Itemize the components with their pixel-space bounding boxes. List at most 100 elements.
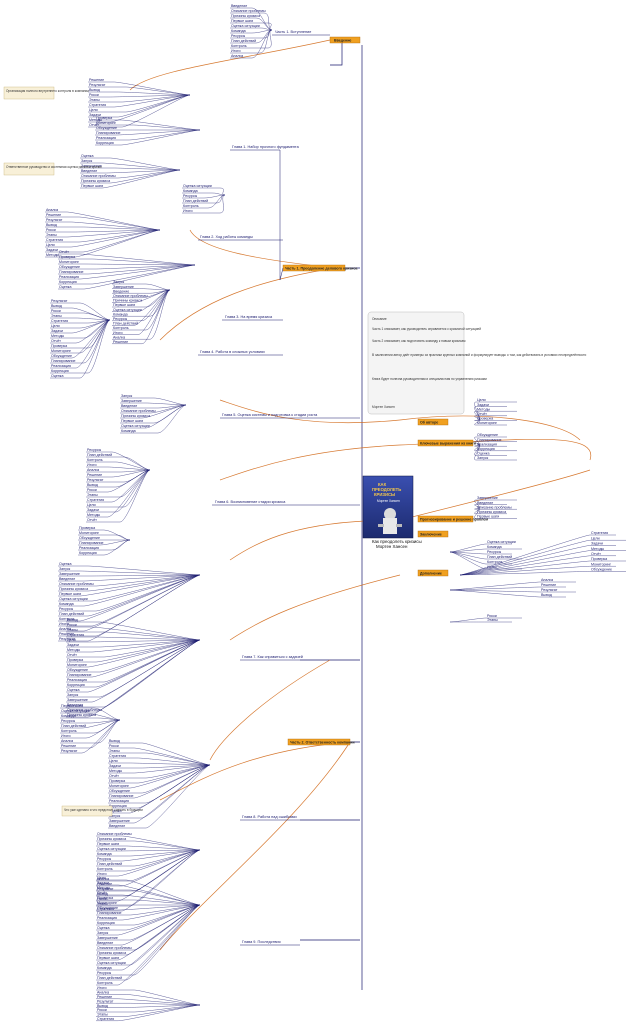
leaf-label: Стратегия <box>97 1017 114 1021</box>
leaf-label: Проверка <box>96 116 112 120</box>
leaf-label: Причины кризиса <box>113 299 142 303</box>
leaf-connector <box>78 539 131 556</box>
leaf-connector <box>449 589 576 593</box>
leaf-label: Цели <box>591 536 600 540</box>
leaf-label: Риски <box>67 623 77 627</box>
leaf-label: Стратегия <box>89 103 106 107</box>
leaf-label: Коррекция <box>97 921 115 925</box>
leaf-label: Стратегия <box>87 498 104 502</box>
leaf-label: Описание проблемы <box>97 832 132 836</box>
leaf-connector <box>78 534 131 541</box>
leaf-label: Описание проблемы <box>97 946 132 950</box>
leaf-label: Этапы <box>487 618 498 622</box>
leaf-connector <box>96 904 201 971</box>
leaf-connector <box>86 461 151 471</box>
leaf-label: Итоги <box>87 463 97 467</box>
leaf-label: Итоги <box>183 209 193 213</box>
leaf-label: Оценка <box>67 688 79 692</box>
leaf-connector <box>108 764 211 814</box>
leaf-connector <box>66 621 201 641</box>
leaf-label: Стратегия <box>97 907 114 911</box>
leaf-label: Отчёт <box>67 653 77 657</box>
leaf-connector <box>58 574 201 622</box>
leaf-label: Контроль <box>97 867 113 871</box>
branch-intro: Введение <box>334 39 351 43</box>
leaf-label: Итоги <box>97 872 107 876</box>
branch-authors: Об авторе <box>420 421 438 425</box>
leaf-label: Методы <box>87 513 101 517</box>
leaf-label: Мониторинг <box>67 663 88 667</box>
leaf-label: Оценка ситуации <box>487 540 516 544</box>
leaf-label: Мониторинг <box>79 531 100 535</box>
leaf-label: Реализация <box>97 916 117 920</box>
leaf-label: Планирование <box>477 438 502 442</box>
leaf-label: Реализация <box>96 136 116 140</box>
leaf-label: Коррекция <box>477 447 495 451</box>
leaf-label: Итоги <box>487 565 497 569</box>
leaf-connector <box>58 574 201 607</box>
root-author: Мортен Хансен <box>376 544 408 549</box>
leaf-label: Результат <box>87 478 104 482</box>
beige-notes: Организация полного внутреннего контроля… <box>3 86 143 817</box>
leaf-label: Причины кризиса <box>67 713 96 717</box>
leaf-connector <box>45 229 161 233</box>
leaf-label: Завершение <box>67 698 88 702</box>
leaf-label: Обсуждение <box>79 536 100 540</box>
leaf-connector <box>449 548 522 553</box>
leaf-connector <box>66 639 201 718</box>
leaf-label: Решение <box>61 744 76 748</box>
leaf-label: Первые шаги <box>59 592 81 596</box>
leaf-connector <box>474 507 517 519</box>
leaf-label: Обсуждение <box>59 265 80 269</box>
leaf-label: Отчёт <box>477 412 487 416</box>
main-branches: Введение Часть 1. Преодоление делового к… <box>282 36 488 746</box>
branch-part2: Часть 2. Ответственность компании <box>290 741 355 745</box>
leaf-label: Планирование <box>67 673 92 677</box>
leaf-label: Анализ <box>541 578 553 582</box>
leaf-connector <box>449 543 512 553</box>
leaf-label: Ресурсы <box>487 550 502 554</box>
leaf-label: Завершение <box>97 936 118 940</box>
leaf-label: Планирование <box>79 541 104 545</box>
leaf-label: Завершение <box>59 572 80 576</box>
leaf-label: Решение <box>59 632 74 636</box>
leaf-label: Команда <box>231 29 246 33</box>
leaf-label: Мониторинг <box>97 901 118 905</box>
leaf-label: Оценка ситуации <box>97 847 126 851</box>
leaf-label: Методы <box>477 407 491 411</box>
leaf-label: Обсуждение <box>51 354 72 358</box>
leaf-connector <box>58 264 196 270</box>
leaf-label: Введение <box>81 169 97 173</box>
branch-key: Ключевые выражения из книги <box>420 442 476 446</box>
leaf-label: Оценка <box>477 452 489 456</box>
leaf-label: Мониторинг <box>477 421 498 425</box>
leaf-label: Запуск <box>59 567 71 571</box>
leaf-label: Цели <box>87 503 96 507</box>
sub-branch-0: Часть 1. Вступление <box>275 30 311 34</box>
leaf-label: Риски <box>46 228 56 232</box>
leaf-label: Итоги <box>231 49 241 53</box>
leaf-label: Первые шаги <box>477 515 499 519</box>
leaf-label: Отчёт <box>89 123 99 127</box>
leaf-connector <box>112 288 171 291</box>
leaf-connector <box>449 551 512 565</box>
cover-author: Мортен Хансен <box>377 499 400 503</box>
root-node: Как преодолеть кризисы Мортен Хансен <box>372 539 422 549</box>
leaf-label: Контроль <box>61 729 77 733</box>
leaf-connector <box>96 1004 201 1021</box>
leaf-connector <box>96 1004 201 1008</box>
leaf-label: Причины кризиса <box>97 951 126 955</box>
leaf-label: Цели <box>89 108 98 112</box>
leaf-label: Отчёт <box>51 339 61 343</box>
leaf-connector <box>88 94 191 103</box>
leaf-connector <box>108 764 211 824</box>
leaf-label: Коррекция <box>109 804 127 808</box>
leaf-connector <box>86 469 151 518</box>
leaf-label: Этапы <box>109 749 120 753</box>
leaf-connector <box>96 904 201 946</box>
leaf-connector <box>96 849 201 852</box>
leaf-connector <box>230 29 273 59</box>
leaf-connector <box>230 29 273 44</box>
leaf-connector <box>58 263 196 266</box>
